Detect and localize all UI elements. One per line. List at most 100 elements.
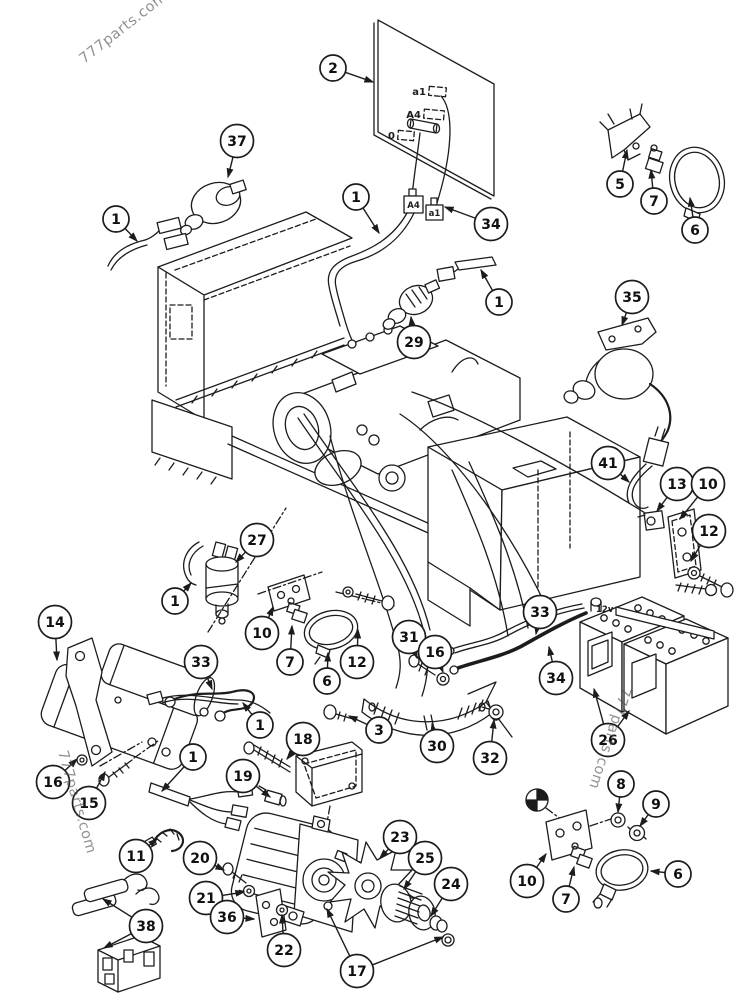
instrument-panel: a1 A4 0 A4 a1 xyxy=(327,19,495,365)
svg-text:37: 37 xyxy=(227,134,246,150)
svg-text:1: 1 xyxy=(111,212,121,228)
svg-text:13: 13 xyxy=(667,477,686,493)
svg-text:22: 22 xyxy=(274,943,293,959)
screw-12-right xyxy=(687,566,734,598)
washer-16-mid xyxy=(436,672,450,686)
callout-1: 1 xyxy=(242,701,274,739)
connector-19 xyxy=(258,785,287,807)
alternator-17 xyxy=(230,812,361,933)
svg-text:11: 11 xyxy=(126,849,145,865)
plate-10-mid xyxy=(257,571,323,612)
washer-22 xyxy=(275,903,289,917)
callout-3: 3 xyxy=(347,715,393,744)
callout-27: 27 xyxy=(235,522,275,564)
callout-26: 26 xyxy=(590,687,630,758)
callout-36: 36 xyxy=(209,899,256,935)
svg-text:36: 36 xyxy=(217,910,236,926)
clamp-screw-7 xyxy=(644,144,664,174)
wire-1-mid xyxy=(146,690,271,714)
explode-guides xyxy=(99,507,287,767)
callout-19: 19 xyxy=(225,758,272,798)
svg-text:29: 29 xyxy=(404,335,423,351)
callout-18: 18 xyxy=(285,721,321,761)
washer-8 xyxy=(610,812,626,828)
svg-text:7: 7 xyxy=(285,655,295,671)
svg-text:20: 20 xyxy=(190,851,210,867)
callout-16: 16 xyxy=(417,634,453,674)
panel-slot-label-0: 0 xyxy=(388,131,395,142)
svg-text:33: 33 xyxy=(530,605,549,621)
svg-text:32: 32 xyxy=(480,751,499,767)
datum-symbol xyxy=(525,788,563,821)
nut-17b xyxy=(441,933,455,947)
svg-text:10: 10 xyxy=(517,874,537,890)
svg-text:1: 1 xyxy=(188,750,198,766)
callout-13: 13 xyxy=(656,466,695,513)
connector-block-38 xyxy=(97,935,161,993)
callout-7: 7 xyxy=(552,865,580,913)
wire-1-27 xyxy=(183,541,204,586)
nut-24 xyxy=(429,915,448,933)
svg-text:27: 27 xyxy=(247,533,266,549)
wire-41 xyxy=(626,463,653,509)
svg-text:6: 6 xyxy=(322,674,332,690)
svg-text:33: 33 xyxy=(191,655,210,671)
callout-12: 12 xyxy=(690,513,727,563)
svg-text:2: 2 xyxy=(328,61,338,77)
svg-text:1: 1 xyxy=(255,718,265,734)
callout-35: 35 xyxy=(614,279,650,327)
svg-text:16: 16 xyxy=(425,645,444,661)
sender-29 xyxy=(382,279,441,330)
wire-1-right xyxy=(436,256,497,282)
callout-34: 34 xyxy=(538,645,574,696)
bracket-36 xyxy=(255,888,287,938)
clip-13 xyxy=(637,510,665,531)
hose-clamp-6 xyxy=(668,146,726,223)
wire-1-topleft xyxy=(107,216,189,271)
svg-text:1: 1 xyxy=(170,594,180,610)
panel-slot-label-a1: a1 xyxy=(412,87,426,98)
callout-37: 37 xyxy=(219,123,255,179)
svg-text:31: 31 xyxy=(399,630,418,646)
svg-text:34: 34 xyxy=(481,217,501,233)
callout-33: 33 xyxy=(522,594,558,636)
callout-29: 29 xyxy=(396,315,432,360)
bolt-3 xyxy=(323,704,354,722)
svg-text:34: 34 xyxy=(546,671,566,687)
bracket-5 xyxy=(599,103,651,161)
chassis-platform xyxy=(427,416,641,637)
callout-14: 14 xyxy=(37,604,73,662)
wire-33-starter xyxy=(164,689,256,722)
pressure-switch-37 xyxy=(179,179,247,236)
svg-text:17: 17 xyxy=(347,964,366,980)
washer-16-starter xyxy=(76,754,88,766)
svg-text:18: 18 xyxy=(293,732,312,748)
callout-25: 25 xyxy=(403,840,443,891)
chassis-tank xyxy=(151,211,353,485)
clip-7-mid xyxy=(286,597,308,624)
callout-10: 10 xyxy=(244,605,280,651)
callout-30: 30 xyxy=(419,722,455,764)
svg-text:7: 7 xyxy=(649,194,659,210)
connector-a4: A4 xyxy=(403,188,424,214)
callout-11: 11 xyxy=(118,838,159,874)
svg-text:12: 12 xyxy=(347,655,366,671)
svg-text:38: 38 xyxy=(136,919,155,935)
callout-6: 6 xyxy=(313,651,341,695)
callout-17: 17 xyxy=(326,907,445,989)
bolt-18 xyxy=(243,741,291,773)
svg-text:21: 21 xyxy=(196,891,215,907)
nut-9 xyxy=(627,824,647,842)
callout-41: 41 xyxy=(590,445,631,483)
battery-voltage-label: 12v xyxy=(596,605,614,615)
svg-text:15: 15 xyxy=(79,796,98,812)
svg-text:A4: A4 xyxy=(407,201,420,211)
callout-1: 1 xyxy=(480,268,513,316)
plate-10-bottom xyxy=(545,809,615,861)
svg-text:41: 41 xyxy=(598,456,617,472)
starter-motor-14 xyxy=(40,637,216,770)
svg-text:23: 23 xyxy=(390,830,409,846)
callout-15: 15 xyxy=(71,770,107,821)
